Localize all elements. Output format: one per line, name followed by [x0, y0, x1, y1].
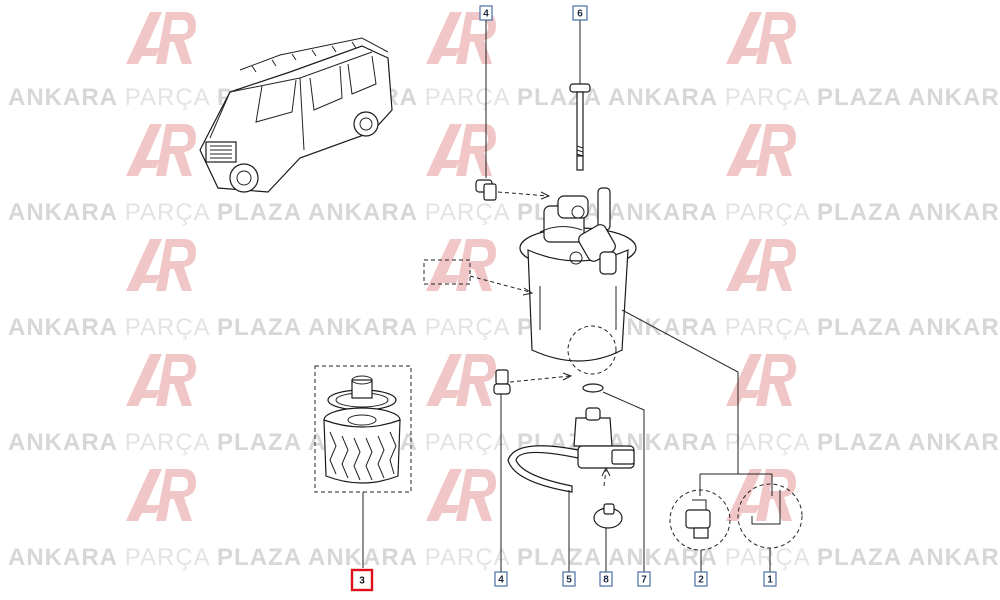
watermark-logo-icon — [126, 12, 196, 64]
callout-c8[interactable]: 8 — [599, 571, 613, 587]
watermark-logo-icon — [426, 354, 496, 406]
watermark-logo-icon — [126, 124, 196, 176]
callout-c2[interactable]: 2 — [694, 571, 708, 587]
watermark-logo-icon — [426, 239, 496, 291]
watermark-logo-icon — [726, 12, 796, 64]
watermark-text: ANKARA PARÇA PLAZA — [308, 544, 602, 571]
watermark-logo-icon — [726, 354, 796, 406]
watermark-logo-icon — [126, 239, 196, 291]
reference-arrow — [469, 275, 531, 293]
watermark-text: ANKARA PARÇA PLAZA — [908, 314, 1000, 341]
callout-box[interactable] — [572, 5, 588, 21]
bleed-screw-bottom — [493, 369, 573, 572]
heater-sensor — [507, 407, 635, 572]
watermark-text: ANKARA PARÇA PLAZA — [608, 199, 902, 226]
callout-box[interactable] — [562, 571, 576, 587]
callout-label: 4 — [483, 9, 489, 20]
callout-label: 7 — [641, 575, 647, 586]
watermark-text: ANKARA PARÇA PLAZA — [908, 544, 1000, 571]
watermark-logo-icon — [726, 469, 796, 521]
callout-c5[interactable]: 5 — [562, 571, 576, 587]
callout-label: 2 — [698, 575, 704, 586]
watermark-text: ANKARA PARÇA PLAZA — [608, 314, 902, 341]
watermark-logo-icon — [726, 239, 796, 291]
callout-box[interactable] — [350, 568, 374, 592]
callout-c1[interactable]: 1 — [763, 571, 777, 587]
o-ring — [582, 383, 604, 393]
callout-label: 4 — [498, 575, 504, 586]
fuel-filter-housing — [519, 187, 637, 375]
watermark-text: ANKARA PARÇA PLAZA — [908, 84, 1000, 111]
callout-box[interactable] — [599, 571, 613, 587]
reference-box — [423, 259, 471, 285]
callout-box[interactable] — [494, 571, 508, 587]
callout-box[interactable] — [479, 5, 493, 21]
watermark-logo-icon — [126, 354, 196, 406]
detail-views — [621, 309, 803, 572]
watermark-text: ANKARA PARÇA PLAZA — [608, 544, 902, 571]
callout-label: 8 — [603, 575, 609, 586]
watermark-text: ANKARA PARÇA PLAZA — [8, 314, 302, 341]
callout-box[interactable] — [694, 571, 708, 587]
bleed-screw-top — [475, 20, 551, 201]
callouts: 4 6 3 4 5 8 7 2 1 — [350, 5, 777, 592]
callout-label: 3 — [359, 576, 365, 587]
callout-box[interactable] — [637, 571, 651, 587]
callout-c4-top[interactable]: 4 — [479, 5, 493, 21]
callout-label: 6 — [577, 9, 583, 20]
filter-element-group — [314, 365, 412, 568]
watermark-text: ANKARA PARÇA PLAZA — [608, 84, 902, 111]
watermark-text: ANKARA PARÇA PLAZA — [8, 199, 302, 226]
watermark-text: ANKARA PARÇA PLAZA — [608, 429, 902, 456]
watermark-text: ANKARA PARÇA PLAZA — [908, 429, 1000, 456]
sensor-plug — [593, 503, 623, 572]
callout-label: 5 — [566, 575, 572, 586]
callout-c6[interactable]: 6 — [572, 5, 588, 21]
watermark-logo-icon — [426, 469, 496, 521]
callout-c4-bottom[interactable]: 4 — [494, 571, 508, 587]
watermark-logo-icon — [126, 469, 196, 521]
callout-box[interactable] — [763, 571, 777, 587]
callout-c7[interactable]: 7 — [637, 571, 651, 587]
watermark-text: ANKARA PARÇA PLAZA — [8, 544, 302, 571]
watermark-text: ANKARA PARÇA PLAZA — [8, 429, 302, 456]
long-bolt — [569, 20, 591, 171]
watermark-logo-icon — [726, 124, 796, 176]
watermark-text: ANKARA PARÇA PLAZA — [908, 199, 1000, 226]
callout-c3[interactable]: 3 — [350, 568, 374, 592]
callout-label: 1 — [767, 575, 773, 586]
van-illustration — [199, 37, 393, 193]
